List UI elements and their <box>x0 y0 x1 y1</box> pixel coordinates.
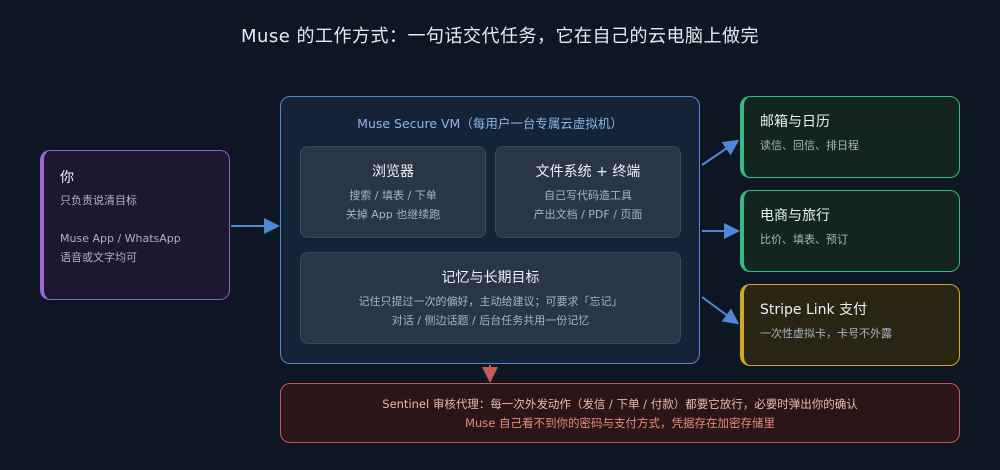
browser-line: 关掉 App 也继续跑 <box>345 208 441 221</box>
memory-module: 记忆与长期目标 记住只提过一次的偏好，主动给建议；可要求「忘记」 对话 / 侧边… <box>300 252 681 344</box>
sentinel-line: Muse 自己看不到你的密码与支付方式，凭据存在加密存储里 <box>465 416 775 430</box>
filesystem-line: 产出文档 / PDF / 页面 <box>533 208 643 221</box>
memory-heading: 记忆与长期目标 <box>441 270 540 286</box>
sentinel-line: Sentinel 审核代理：每一次外发动作（发信 / 下单 / 付款）都要它放行… <box>382 397 858 411</box>
ecommerce-travel-node: 电商与旅行 比价、填表、预订 <box>740 190 960 272</box>
browser-module: 浏览器 搜索 / 填表 / 下单 关掉 App 也继续跑 <box>300 146 486 238</box>
filesystem-heading: 文件系统 + 终端 <box>535 164 641 180</box>
shop-heading: 电商与旅行 <box>760 208 830 224</box>
stripe-payment-node: Stripe Link 支付 一次性虚拟卡，卡号不外露 <box>740 284 960 366</box>
arrow-vm-to-pay <box>701 296 740 325</box>
mail-heading: 邮箱与日历 <box>760 114 830 130</box>
browser-line: 搜索 / 填表 / 下单 <box>349 189 437 202</box>
user-heading: 你 <box>60 170 74 186</box>
user-node: 你 只负责说清目标 Muse App / WhatsApp 语音或文字均可 <box>40 150 230 300</box>
pay-line: 一次性虚拟卡，卡号不外露 <box>760 327 892 340</box>
memory-line: 记住只提过一次的偏好，主动给建议；可要求「忘记」 <box>358 295 623 308</box>
filesystem-line: 自己写代码造工具 <box>544 189 632 202</box>
pay-heading: Stripe Link 支付 <box>760 302 868 318</box>
page-title: Muse 的工作方式：一句话交代任务，它在自己的云电脑上做完 <box>240 26 760 47</box>
user-line: 只负责说清目标 <box>60 194 137 207</box>
arrow-vm-to-mail <box>701 139 740 166</box>
vm-title: Muse Secure VM（每用户一台专属云虚拟机） <box>357 116 623 131</box>
sentinel-node: Sentinel 审核代理：每一次外发动作（发信 / 下单 / 付款）都要它放行… <box>280 383 960 443</box>
secure-vm-node: Muse Secure VM（每用户一台专属云虚拟机） 浏览器 搜索 / 填表 … <box>280 96 700 364</box>
user-line: 语音或文字均可 <box>60 251 137 264</box>
filesystem-module: 文件系统 + 终端 自己写代码造工具 产出文档 / PDF / 页面 <box>495 146 681 238</box>
mail-calendar-node: 邮箱与日历 读信、回信、排日程 <box>740 96 960 178</box>
user-line: Muse App / WhatsApp <box>60 232 181 245</box>
shop-line: 比价、填表、预订 <box>760 233 848 246</box>
browser-heading: 浏览器 <box>372 164 414 180</box>
mail-line: 读信、回信、排日程 <box>760 139 859 152</box>
memory-line: 对话 / 侧边话题 / 后台任务共用一份记忆 <box>391 314 590 327</box>
